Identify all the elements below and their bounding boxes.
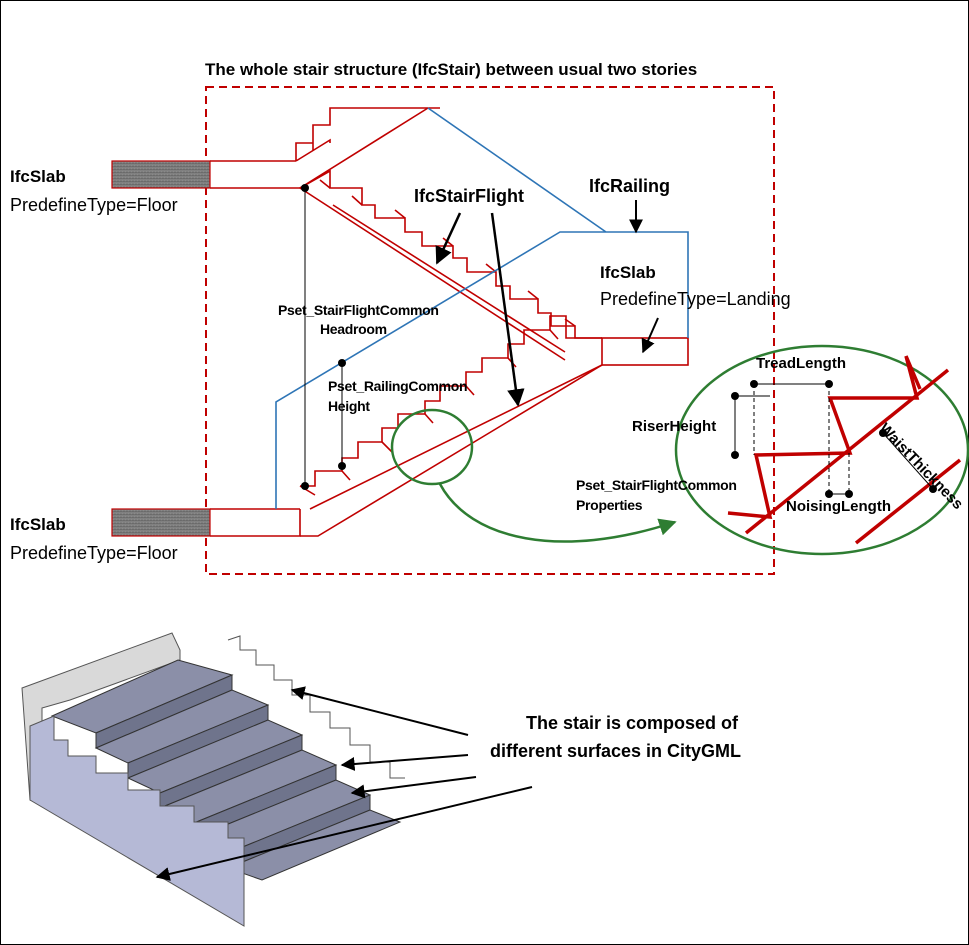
zoom-detail-dimensions [734, 383, 934, 495]
slab-top-name: IfcSlab [10, 167, 66, 186]
slab-landing-type: PredefineType=Landing [600, 289, 791, 309]
headroom-label-line1: Pset_StairFlightCommon [278, 302, 439, 318]
lower-flight-underside [309, 364, 603, 510]
lower-flight-sawtooth [299, 329, 559, 496]
upper-floor-outline [210, 160, 300, 189]
citygml-arrow-4 [155, 786, 533, 881]
landing-slab [601, 337, 689, 366]
tread-length-label: TreadLength [756, 355, 847, 372]
nosing-length-label: NoisingLength [786, 498, 891, 515]
main-flight-steps [299, 169, 602, 339]
slab-bottom-block [111, 508, 211, 537]
headroom-dot-bottom [301, 482, 309, 490]
stair-flight-label: IfcStairFlight [414, 186, 525, 206]
railing-height-dot-top [338, 359, 346, 367]
slab-bottom-name: IfcSlab [10, 515, 66, 534]
lower-flight-base [300, 364, 603, 537]
upper-flight-underside [299, 107, 429, 189]
slab-landing-name: IfcSlab [600, 263, 656, 282]
railing-height-dot-bottom [338, 462, 346, 470]
arrow-stairflight-1 [435, 212, 462, 265]
slab-top-block [111, 160, 211, 189]
main-flight-underside [299, 187, 566, 361]
side-wall-3d [29, 715, 245, 927]
main-flight-waist [332, 204, 566, 353]
railing-line [275, 107, 689, 509]
citygml-stair-3d [21, 632, 405, 927]
zoom-detail-stairs [727, 355, 962, 545]
citygml-arrow-2 [340, 754, 469, 771]
citygml-note-line2: different surfaces in CityGML [490, 741, 742, 761]
railing-height-label-line1: Pset_RailingCommon [328, 378, 468, 394]
ifcstair-dashed-box [205, 86, 775, 575]
citygml-note-line1: The stair is composed of [526, 713, 739, 733]
zoom-detail-dots [731, 380, 937, 498]
slab-top-type: PredefineType=Floor [10, 195, 178, 215]
railing-height-label-line2: Height [328, 398, 370, 414]
railing-label: IfcRailing [589, 176, 671, 196]
headroom-dot-top [301, 184, 309, 192]
diagram-title: The whole stair structure (IfcStair) bet… [205, 60, 698, 79]
lower-floor-outline [210, 508, 301, 537]
riser-height-label: RiserHeight [632, 418, 717, 435]
citygml-arrow-3 [350, 776, 477, 799]
arrow-landing [641, 317, 659, 354]
detail-connector-arrow [438, 483, 677, 543]
flight-properties-label-line2: Properties [576, 497, 643, 513]
detail-highlight-circle [390, 408, 474, 486]
slab-bottom-type: PredefineType=Floor [10, 543, 178, 563]
lower-flight-steps [300, 315, 602, 487]
upper-flight-steps [295, 107, 440, 162]
far-side-profile [227, 635, 405, 779]
arrow-stairflight-2 [490, 212, 525, 407]
headroom-label-line2: Headroom [320, 321, 387, 337]
flight-properties-label-line1: Pset_StairFlightCommon [576, 477, 737, 493]
zoom-detail-circle [674, 344, 969, 556]
citygml-arrow-1 [290, 686, 469, 736]
